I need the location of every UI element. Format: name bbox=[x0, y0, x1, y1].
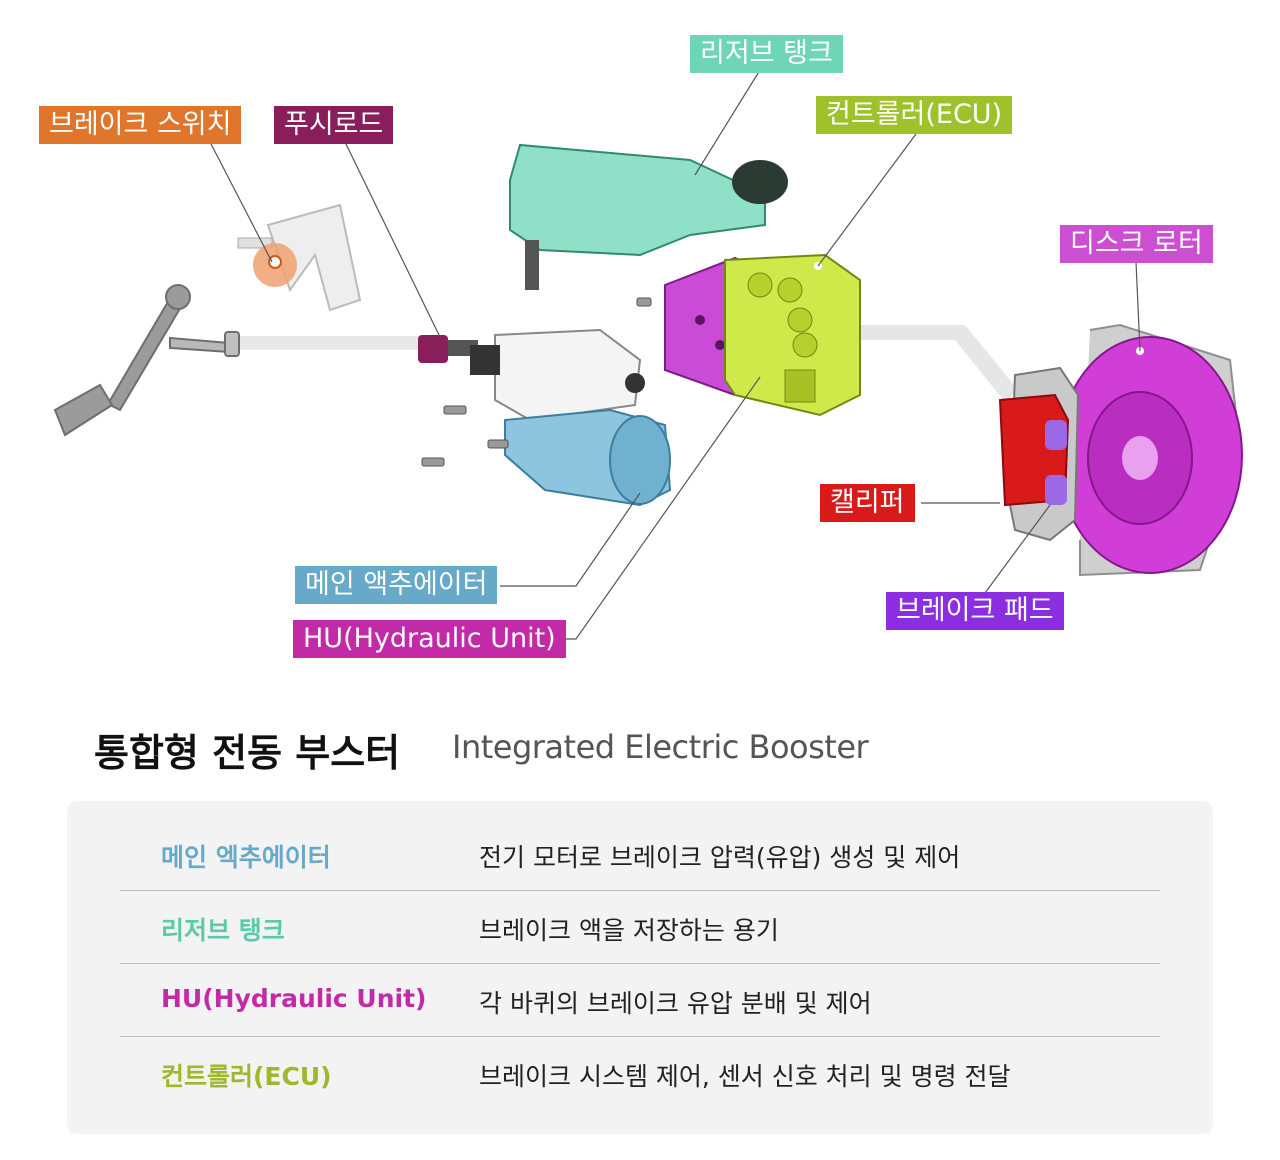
brake-pad-leader bbox=[984, 504, 1051, 594]
reservoir-leader bbox=[694, 69, 761, 176]
pushrod-leader bbox=[344, 141, 441, 338]
row-divider bbox=[120, 1036, 1160, 1037]
table-row: 리저브 탱크 브레이크 액을 저장하는 용기 bbox=[120, 891, 1160, 964]
row-divider bbox=[120, 963, 1160, 964]
caliper-label: 캘리퍼 bbox=[820, 484, 915, 522]
description-table: 메인 엑추에이터 전기 모터로 브레이크 압력(유압) 생성 및 제어 리저브 … bbox=[67, 801, 1213, 1134]
row-name: 메인 엑추에이터 bbox=[161, 843, 331, 872]
leader-lines bbox=[209, 69, 1141, 640]
ecu-unit bbox=[724, 253, 861, 417]
pedal-to-pushrod-beam bbox=[240, 336, 430, 350]
row-description: 브레이크 시스템 제어, 센서 신호 처리 및 명령 전달 bbox=[479, 1062, 1011, 1091]
brake-switch-label: 브레이크 스위치 bbox=[39, 106, 242, 144]
brake-switch-leader bbox=[209, 141, 273, 263]
disc-rotor-leader bbox=[1135, 261, 1141, 352]
diagram-illustration bbox=[53, 69, 1243, 640]
disc-rotor bbox=[1057, 323, 1243, 577]
bolts bbox=[421, 297, 652, 467]
row-name: 리저브 탱크 bbox=[161, 916, 285, 945]
row-description: 각 바퀴의 브레이크 유압 분배 및 제어 bbox=[479, 989, 872, 1018]
brake-system-diagram: 브레이크 스위치 푸시로드 리저브 탱크 컨트롤러(ECU) 디스크 로터 캘리… bbox=[39, 35, 1243, 658]
row-divider bbox=[120, 890, 1160, 891]
table-row: HU(Hydraulic Unit) 각 바퀴의 브레이크 유압 분배 및 제어 bbox=[120, 964, 1160, 1037]
pushrod-label: 푸시로드 bbox=[274, 106, 394, 144]
title-english: Integrated Electric Booster bbox=[452, 728, 869, 766]
pushrod-part bbox=[418, 335, 478, 363]
row-description: 전기 모터로 브레이크 압력(유압) 생성 및 제어 bbox=[479, 843, 961, 872]
reservoir-label: 리저브 탱크 bbox=[690, 35, 843, 73]
ecu-leader bbox=[817, 133, 917, 267]
actuator-label: 메인 액추에이터 bbox=[295, 566, 498, 604]
actuator-leader bbox=[500, 492, 641, 587]
master-cylinder bbox=[470, 328, 645, 422]
row-description: 브레이크 액을 저장하는 용기 bbox=[479, 916, 779, 945]
brake-switch-bracket bbox=[237, 203, 362, 312]
row-name: HU(Hydraulic Unit) bbox=[161, 984, 427, 1013]
brake-pedal bbox=[53, 284, 240, 437]
row-name: 컨트롤러(ECU) bbox=[161, 1062, 332, 1091]
hu-label: HU(Hydraulic Unit) bbox=[293, 620, 566, 658]
main-actuator bbox=[504, 408, 672, 507]
disc-rotor-label: 디스크 로터 bbox=[1060, 225, 1213, 263]
hu-leader bbox=[563, 376, 761, 640]
table-row: 메인 엑추에이터 전기 모터로 브레이크 압력(유압) 생성 및 제어 bbox=[120, 818, 1160, 891]
caliper-part bbox=[996, 366, 1080, 542]
ecu-label: 컨트롤러(ECU) bbox=[816, 96, 1013, 134]
title-korean: 통합형 전동 부스터 bbox=[94, 731, 401, 775]
brake-pad-label: 브레이크 패드 bbox=[886, 592, 1064, 630]
table-row: 컨트롤러(ECU) 브레이크 시스템 제어, 센서 신호 처리 및 명령 전달 bbox=[120, 1037, 1160, 1110]
ecu-to-caliper-beam bbox=[860, 325, 1018, 402]
reservoir-tank bbox=[509, 143, 788, 290]
